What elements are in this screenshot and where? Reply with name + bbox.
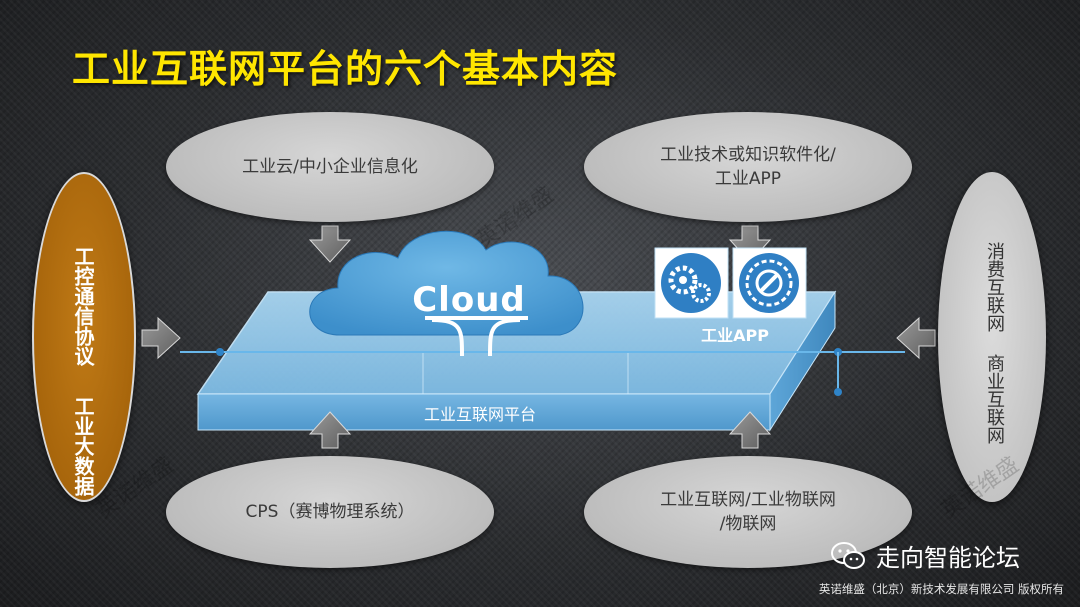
arrow-up-left	[308, 411, 352, 449]
node-cps: CPS（赛博物理系统）	[166, 456, 494, 568]
node-industrial-software-line1: 工业技术或知识软件化/	[660, 145, 836, 165]
node-consumer-internet: 消费互联网 商业互联网	[938, 172, 1046, 502]
arrow-down-left	[308, 225, 352, 263]
cloud-label: Cloud	[412, 280, 526, 320]
platform-label: 工业互联网平台	[423, 405, 536, 424]
node-control-bigdata: 工控通信协议 工业大数据	[32, 172, 136, 502]
network-line	[180, 348, 905, 396]
brand: 走向智能论坛	[830, 538, 1020, 573]
app-tile-gears	[654, 247, 729, 319]
node-iot-line1: 工业互联网/工业物联网	[660, 490, 836, 510]
node-iot: 工业互联网/工业物联网 /物联网	[584, 456, 912, 568]
node-industrial-software: 工业技术或知识软件化/ 工业APP	[584, 112, 912, 222]
node-control-protocol-text: 工控通信协议	[71, 246, 95, 366]
wechat-icon	[831, 541, 865, 569]
page-title: 工业互联网平台的六个基本内容	[72, 47, 619, 91]
arrow-right-left-side	[141, 316, 181, 360]
arrow-left-right-side	[896, 316, 936, 360]
node-industrial-cloud-text: 工业云/中小企业信息化	[242, 157, 418, 177]
footer-copyright: 英诺维盛（北京）新技术发展有限公司 版权所有	[818, 582, 1064, 596]
arrow-up-right	[728, 411, 772, 449]
node-industrial-software-line2: 工业APP	[714, 169, 782, 189]
cloud-shape	[309, 230, 584, 357]
node-business-internet-text: 商业互联网	[984, 354, 1005, 444]
node-consumer-internet-text: 消费互联网	[984, 242, 1005, 332]
app-tile-wrench	[732, 247, 807, 319]
node-cps-text: CPS（赛博物理系统）	[245, 502, 415, 522]
brand-name: 走向智能论坛	[876, 544, 1020, 572]
node-iot-line2: /物联网	[719, 514, 777, 534]
node-big-data-text: 工业大数据	[71, 396, 95, 496]
app-label: 工业APP	[701, 326, 769, 345]
node-industrial-cloud: 工业云/中小企业信息化	[166, 112, 494, 222]
